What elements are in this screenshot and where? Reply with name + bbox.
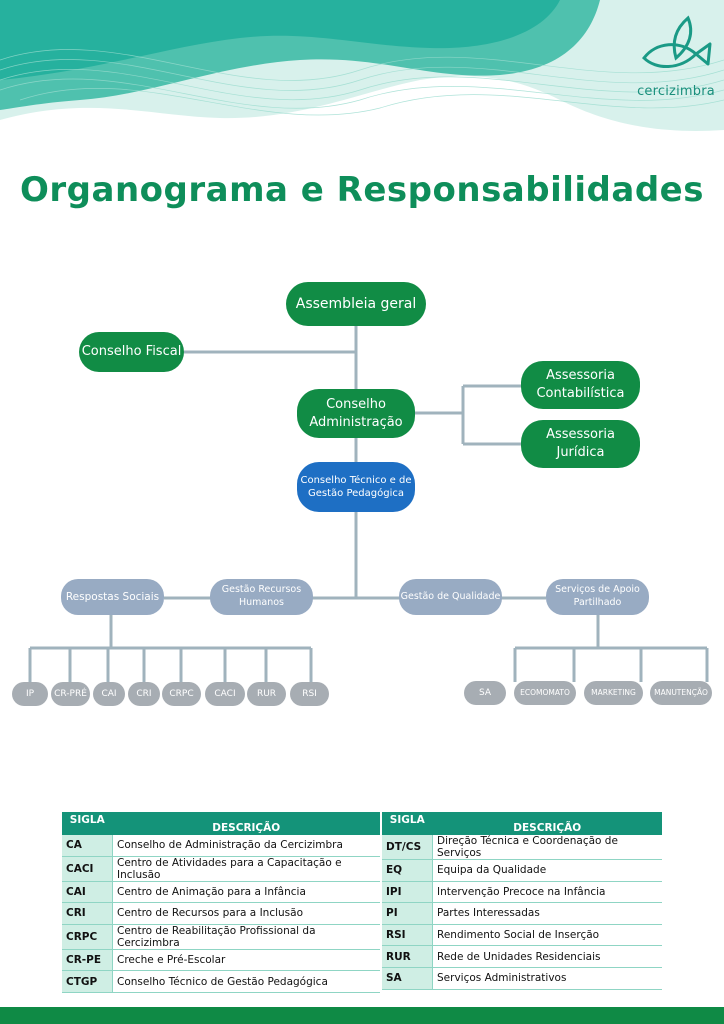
header-wave-decoration — [0, 0, 724, 131]
qualidade-label: Gestão de Qualidade — [400, 590, 501, 602]
descricao-cell: Partes Interessadas — [432, 902, 662, 925]
assessoria-contabilistica-node: Assessoria Contabilística — [521, 361, 640, 409]
pill-rsi: RSI — [290, 682, 329, 706]
servicos-apoio-node: Serviços de Apoio Partilhado — [546, 579, 649, 615]
header-descricao: DESCRIÇÃO — [112, 812, 380, 835]
tecnico-line1: Conselho Técnico e de — [300, 474, 412, 486]
descricao-cell: Equipa da Qualidade — [432, 859, 662, 882]
sigla-cell: PI — [382, 902, 433, 925]
descricao-cell: Conselho de Administração da Cercizimbra — [112, 835, 380, 857]
assembleia-geral-label: Assembleia geral — [295, 295, 417, 312]
contabilistica-line1: Assessoria — [546, 368, 615, 384]
glossary-header-row: SIGLA DESCRIÇÃO — [62, 812, 380, 835]
conselho-tecnico-node: Conselho Técnico e de Gestão Pedagógica — [297, 462, 415, 512]
sigla-cell: IPI — [382, 881, 433, 904]
descricao-cell: Direção Técnica e Coordenação de Serviço… — [432, 835, 662, 860]
sigla-cell: CACI — [62, 856, 113, 882]
fish-logo-icon — [642, 15, 712, 68]
descricao-cell: Rede de Unidades Residenciais — [432, 945, 662, 968]
tecnico-line2: Gestão Pedagógica — [308, 488, 404, 499]
pill-cri: CRI — [128, 682, 160, 706]
header-sigla: SIGLA — [382, 812, 433, 835]
descricao-cell: Centro de Atividades para a Capacitação … — [112, 856, 380, 882]
sigla-cell: EQ — [382, 859, 433, 882]
header-descricao: DESCRIÇÃO — [432, 812, 662, 835]
sigla-cell: CTGP — [62, 970, 113, 993]
assessoria-juridica-node: Assessoria Jurídica — [521, 420, 640, 468]
pill-cr-pre: CR-PRÉ — [51, 682, 90, 706]
sigla-cell: CR-PE — [62, 949, 113, 972]
descricao-cell: Creche e Pré-Escolar — [112, 949, 380, 972]
descricao-cell: Intervenção Precoce na Infância — [432, 881, 662, 904]
respostas-sociais-label: Respostas Sociais — [65, 590, 160, 603]
pill-caci: CACI — [205, 682, 245, 706]
recursos-line1: Gestão Recursos — [221, 584, 302, 596]
cercizimbra-logo: cercizimbra — [636, 14, 716, 104]
pill-manutencao: MANUTENÇÃO — [650, 681, 712, 705]
juridica-line1: Assessoria — [546, 427, 615, 443]
juridica-line2: Jurídica — [556, 445, 605, 460]
sigla-cell: SA — [382, 967, 433, 990]
footer-bar — [0, 1007, 724, 1024]
page-title: Organograma e Responsabilidades — [20, 170, 704, 210]
conselho-fiscal-node: Conselho Fiscal — [79, 332, 184, 372]
header-sigla: SIGLA — [62, 812, 113, 835]
descricao-cell: Serviços Administrativos — [432, 967, 662, 990]
pill-marketing: MARKETING — [584, 681, 643, 705]
pill-rur: RUR — [247, 682, 286, 706]
servicos-line2: Partilhado — [573, 597, 622, 608]
sigla-cell: RUR — [382, 945, 433, 968]
gestao-recursos-humanos-node: Gestão Recursos Humanos — [210, 579, 313, 615]
descricao-cell: Rendimento Social de Inserção — [432, 924, 662, 947]
recursos-line2: Humanos — [238, 597, 285, 608]
sigla-cell: CA — [62, 835, 113, 857]
conselho-administracao-node: Conselho Administração — [297, 389, 415, 438]
contabilistica-line2: Contabilística — [536, 386, 625, 401]
pill-crpc: CRPC — [162, 682, 201, 706]
servicos-line1: Serviços de Apoio — [555, 584, 640, 596]
pill-sa: SA — [464, 681, 506, 705]
sigla-cell: RSI — [382, 924, 433, 947]
glossary-header-row: SIGLA DESCRIÇÃO — [382, 812, 662, 835]
descricao-cell: Centro de Recursos para a Inclusão — [112, 902, 380, 925]
gestao-qualidade-node: Gestão de Qualidade — [399, 579, 502, 615]
sigla-cell: CRI — [62, 902, 113, 925]
assembleia-geral-node: Assembleia geral — [286, 282, 426, 326]
sigla-cell: CRPC — [62, 924, 113, 950]
sigla-cell: DT/CS — [382, 835, 433, 860]
pill-ip: IP — [12, 682, 48, 706]
sigla-cell: CAI — [62, 881, 113, 904]
pill-cai: CAI — [93, 682, 125, 706]
administracao-line2: Administração — [309, 414, 403, 430]
brand-name: cercizimbra — [637, 84, 715, 99]
administracao-line1: Conselho — [326, 396, 386, 412]
pill-ecomomato: ECOMOMATO — [514, 681, 576, 705]
descricao-cell: Centro de Reabilitação Profissional da C… — [112, 924, 380, 950]
respostas-sociais-node: Respostas Sociais — [61, 579, 164, 615]
descricao-cell: Conselho Técnico de Gestão Pedagógica — [112, 970, 380, 993]
conselho-fiscal-label: Conselho Fiscal — [81, 344, 182, 360]
descricao-cell: Centro de Animação para a Infância — [112, 881, 380, 904]
